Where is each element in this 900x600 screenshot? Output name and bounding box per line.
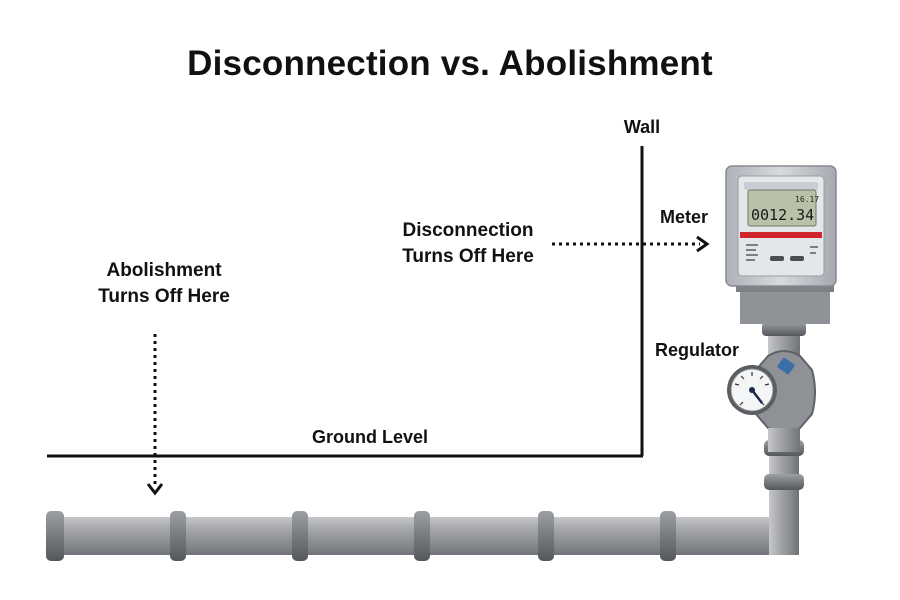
- regulator-label: Regulator: [655, 340, 740, 360]
- wall-label: Wall: [623, 117, 661, 137]
- gas-meter-icon: 16.17 0012.34: [725, 165, 837, 324]
- gas-pipe-icon: [46, 440, 804, 561]
- meter-reading: 0012.34: [751, 206, 814, 224]
- abolishment-arrow: [146, 334, 164, 496]
- disconnection-label-line1: Disconnection: [402, 220, 534, 241]
- disconnection-arrow: [552, 235, 710, 253]
- disconnection-label-line2: Turns Off Here: [402, 245, 534, 267]
- ground-level-label: Ground Level: [311, 427, 428, 447]
- abolishment-label-line1: Abolishment: [106, 260, 222, 281]
- disconnection-label: Disconnection Turns Off Here: [378, 218, 558, 269]
- abolishment-label-line2: Turns Off Here: [98, 285, 230, 307]
- meter-label: Meter: [660, 207, 709, 227]
- diagram-title: Disconnection vs. Abolishment: [187, 44, 713, 83]
- meter-small-reading: 16.17: [795, 195, 819, 204]
- regulator-gauge-icon: [727, 350, 816, 452]
- abolishment-label: Abolishment Turns Off Here: [74, 258, 254, 309]
